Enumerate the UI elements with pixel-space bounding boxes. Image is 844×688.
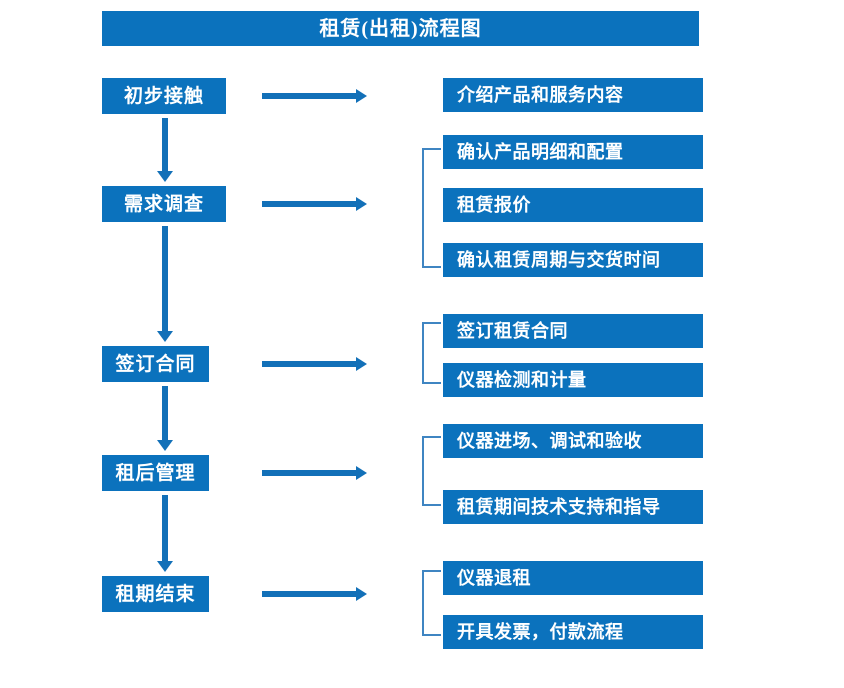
down-arrow-icon bbox=[157, 118, 173, 182]
arrow-head bbox=[157, 171, 173, 182]
arrow-shaft bbox=[162, 495, 168, 562]
arrow-head bbox=[356, 89, 367, 103]
arrow-shaft bbox=[262, 470, 357, 476]
arrow-shaft bbox=[162, 226, 168, 332]
down-arrow-icon bbox=[157, 386, 173, 451]
stage-box-post-rental-management[interactable]: 租后管理 bbox=[102, 455, 209, 491]
detail-label: 确认租赁周期与交货时间 bbox=[457, 250, 661, 270]
stage-label: 需求调查 bbox=[123, 193, 204, 215]
arrow-head bbox=[356, 587, 367, 601]
stage-label: 签订合同 bbox=[115, 353, 196, 375]
detail-box-instrument-inspection[interactable]: 仪器检测和计量 bbox=[443, 363, 703, 397]
detail-box-instrument-entry-commissioning[interactable]: 仪器进场、调试和验收 bbox=[443, 424, 703, 458]
group-bracket-icon bbox=[422, 322, 441, 384]
stage-label: 租后管理 bbox=[115, 462, 196, 484]
arrow-head bbox=[356, 197, 367, 211]
arrow-shaft bbox=[262, 591, 357, 597]
arrow-head bbox=[157, 561, 173, 572]
stage-box-initial-contact[interactable]: 初步接触 bbox=[102, 78, 226, 114]
detail-box-confirm-product-spec[interactable]: 确认产品明细和配置 bbox=[443, 135, 703, 169]
arrow-shaft bbox=[262, 361, 357, 367]
stage-box-demand-survey[interactable]: 需求调查 bbox=[102, 186, 226, 222]
detail-label: 介绍产品和服务内容 bbox=[457, 85, 624, 105]
stage-box-rental-end[interactable]: 租期结束 bbox=[102, 576, 209, 612]
right-arrow-icon bbox=[262, 466, 367, 480]
detail-box-invoice-payment[interactable]: 开具发票，付款流程 bbox=[443, 615, 703, 649]
stage-label: 初步接触 bbox=[123, 85, 204, 107]
arrow-head bbox=[356, 466, 367, 480]
arrow-shaft bbox=[262, 201, 357, 207]
stage-label: 租期结束 bbox=[115, 583, 196, 605]
arrow-shaft bbox=[162, 386, 168, 441]
group-bracket-icon bbox=[422, 436, 441, 506]
arrow-head bbox=[356, 357, 367, 371]
arrow-head bbox=[157, 440, 173, 451]
down-arrow-icon bbox=[157, 495, 173, 572]
detail-box-sign-rental-contract[interactable]: 签订租赁合同 bbox=[443, 314, 703, 348]
chart-title-bar: 租赁(出租)流程图 bbox=[102, 11, 699, 46]
detail-label: 租赁报价 bbox=[457, 195, 531, 215]
group-bracket-icon bbox=[422, 148, 441, 268]
detail-box-rental-quote[interactable]: 租赁报价 bbox=[443, 188, 703, 222]
detail-label: 仪器进场、调试和验收 bbox=[457, 431, 642, 451]
arrow-shaft bbox=[162, 118, 168, 172]
stage-box-sign-contract[interactable]: 签订合同 bbox=[102, 346, 209, 382]
arrow-shaft bbox=[262, 93, 357, 99]
detail-label: 开具发票，付款流程 bbox=[457, 622, 624, 642]
detail-box-instrument-return[interactable]: 仪器退租 bbox=[443, 561, 703, 595]
detail-label: 仪器退租 bbox=[457, 568, 531, 588]
right-arrow-icon bbox=[262, 587, 367, 601]
right-arrow-icon bbox=[262, 357, 367, 371]
detail-label: 签订租赁合同 bbox=[457, 321, 568, 341]
group-bracket-icon bbox=[422, 570, 441, 636]
right-arrow-icon bbox=[262, 197, 367, 211]
down-arrow-icon bbox=[157, 226, 173, 342]
detail-label: 确认产品明细和配置 bbox=[457, 142, 624, 162]
page-title: 租赁(出租)流程图 bbox=[319, 17, 482, 40]
detail-label: 仪器检测和计量 bbox=[457, 370, 587, 390]
detail-box-introduce-products[interactable]: 介绍产品和服务内容 bbox=[443, 78, 703, 112]
arrow-head bbox=[157, 331, 173, 342]
right-arrow-icon bbox=[262, 89, 367, 103]
detail-box-technical-support[interactable]: 租赁期间技术支持和指导 bbox=[443, 490, 703, 524]
detail-box-confirm-rental-period[interactable]: 确认租赁周期与交货时间 bbox=[443, 243, 703, 277]
detail-label: 租赁期间技术支持和指导 bbox=[457, 497, 661, 517]
